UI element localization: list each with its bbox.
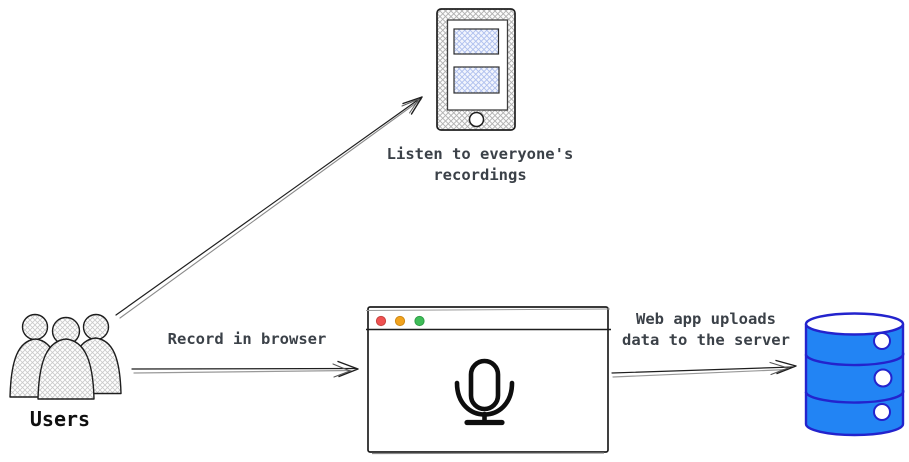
edge-label-record-in-browser: Record in browser [163, 329, 331, 350]
database-dot-1 [873, 332, 891, 350]
edge-label-record-text: Record in browser [167, 330, 327, 348]
window-minimize-button [394, 315, 406, 327]
phone-caption: Listen to everyone's recordings [384, 144, 576, 186]
arrowhead [775, 359, 797, 375]
database-top [804, 312, 905, 336]
arrowhead [337, 360, 359, 378]
window-maximize-button [414, 315, 425, 327]
users-group-icon [9, 313, 122, 400]
database-cylinder-icon [804, 312, 905, 437]
smartphone-icon [436, 8, 516, 131]
database-band-divider-1 [804, 351, 905, 367]
database-dot-2 [873, 368, 893, 388]
database-dot-3 [873, 403, 891, 421]
phone-screen-tile-2 [453, 66, 500, 94]
arrow-users-to-phone [115, 96, 423, 319]
database-band-divider-2 [804, 389, 905, 404]
arrow-browser-to-database [611, 359, 797, 378]
user-head-left [21, 313, 49, 341]
browser-frame [367, 306, 609, 453]
users-label: Users [22, 409, 98, 430]
user-head-right [82, 313, 110, 341]
phone-home-button [468, 111, 485, 128]
users-label-text: Users [29, 407, 91, 431]
browser-window-icon [365, 306, 611, 455]
user-body-center [37, 338, 95, 400]
edge-label-upload-line1: Web app uploads [636, 310, 776, 328]
arrow-users-to-browser [131, 360, 359, 378]
arrowhead [402, 96, 423, 115]
phone-caption-line2: recordings [433, 166, 527, 184]
window-close-button [375, 315, 387, 327]
edge-label-upload-line2: data to the server [622, 331, 790, 349]
edge-label-upload: Web app uploads data to the server [615, 309, 797, 351]
microphone-icon [454, 358, 515, 426]
phone-caption-line1: Listen to everyone's [386, 145, 574, 163]
phone-screen-tile-1 [453, 28, 500, 55]
